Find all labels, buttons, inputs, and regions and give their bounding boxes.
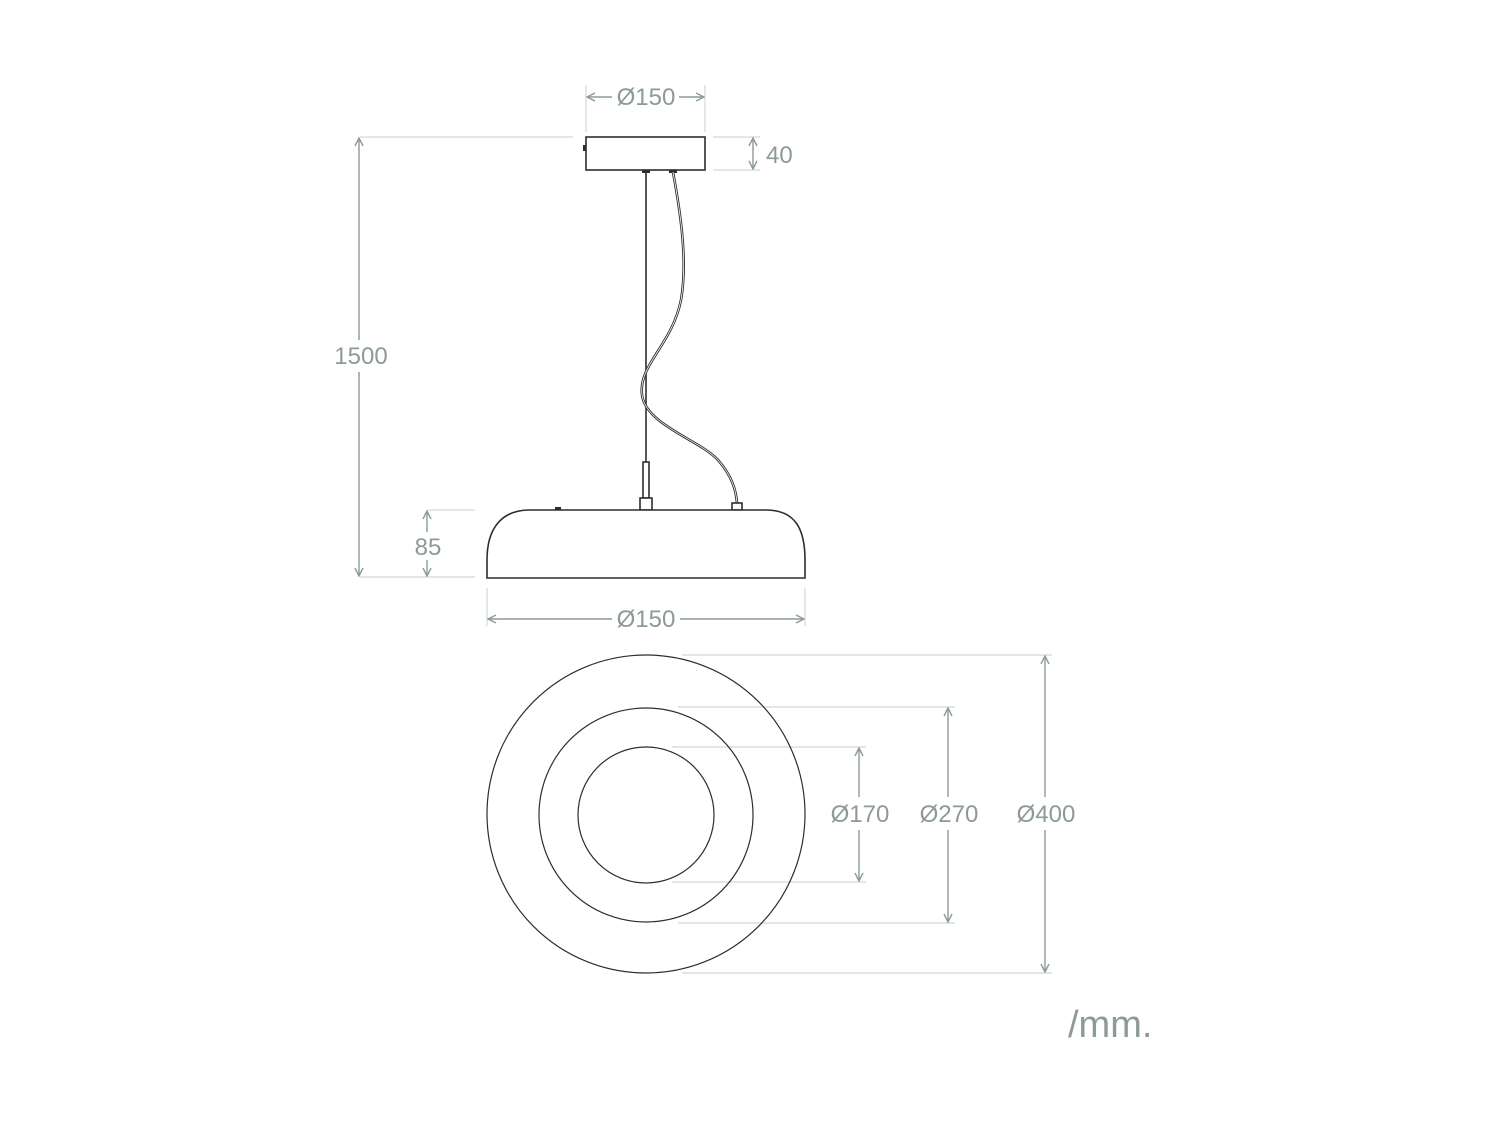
shade-height-label: 85 — [415, 534, 442, 561]
inner-diameter-label: Ø170 — [831, 801, 890, 828]
canopy-height-dimension: 40 — [713, 136, 793, 171]
top-view: Ø170 Ø270 Ø400 — [486, 654, 1076, 974]
middle-diameter-label: Ø270 — [920, 801, 979, 828]
middle-diameter-dimension: Ø270 — [920, 708, 979, 922]
canopy-diameter-label: Ø150 — [617, 84, 676, 111]
outer-diameter-label: Ø400 — [1017, 801, 1076, 828]
shade-diameter-dimension: Ø150 — [486, 588, 806, 633]
side-view: Ø150 40 — [334, 84, 806, 633]
power-cable — [640, 171, 739, 504]
shade-height-dimension: 85 — [415, 509, 475, 576]
canopy-height-label: 40 — [766, 142, 793, 169]
ceiling-canopy — [583, 136, 706, 173]
wire-anchor — [639, 497, 653, 511]
total-height-label: 1500 — [334, 343, 387, 370]
unit-label: /mm. — [1068, 1004, 1152, 1046]
outer-ring — [486, 654, 806, 974]
wire-gripper — [642, 461, 650, 499]
middle-ring — [538, 707, 754, 923]
inner-diameter-dimension: Ø170 — [831, 748, 890, 881]
outer-diameter-dimension: Ø400 — [1017, 656, 1076, 972]
cable-gland — [731, 502, 743, 511]
shade-diameter-label: Ø150 — [617, 606, 676, 633]
canopy-diameter-dimension: Ø150 — [585, 84, 706, 132]
total-height-dimension: 1500 — [334, 136, 573, 578]
inner-ring — [577, 746, 715, 884]
lamp-shade — [486, 509, 806, 579]
